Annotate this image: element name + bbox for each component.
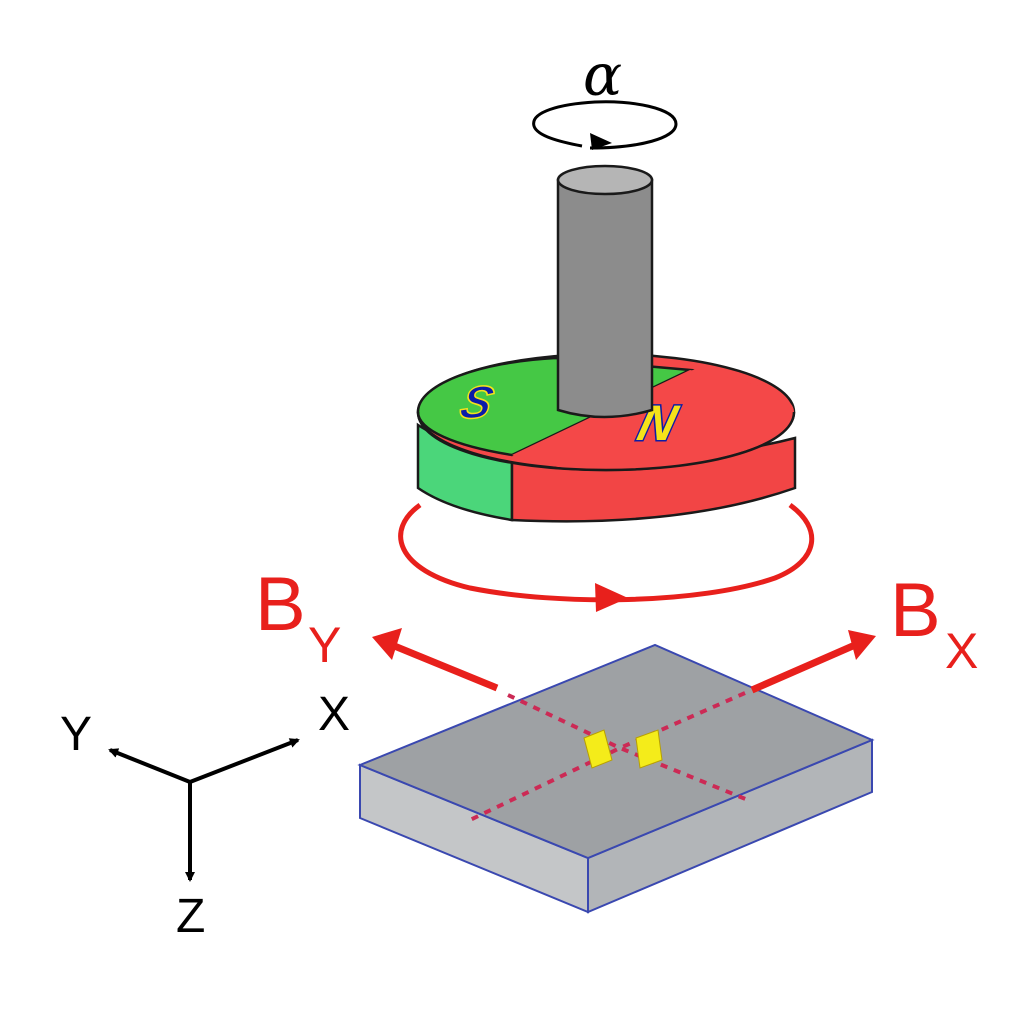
magnet-disc xyxy=(416,352,797,523)
coordinate-axes xyxy=(108,738,300,882)
hall-sensor-left xyxy=(583,729,613,769)
rotation-arrowhead-icon xyxy=(590,133,612,150)
shaft-rotation-arrow xyxy=(532,100,678,150)
field-x-arrow xyxy=(750,630,876,694)
shaft xyxy=(556,164,654,419)
field-y-label: B xyxy=(255,562,306,647)
magnet-north-top xyxy=(512,370,794,470)
field-y-arrow xyxy=(372,628,499,692)
field-y-subscript: Y xyxy=(308,617,341,673)
axis-y-label: Y xyxy=(60,708,92,761)
magnet-rotation-arrow xyxy=(398,502,815,612)
rotation-angle-label: α xyxy=(583,41,622,109)
rotation-direction-icon xyxy=(595,583,628,612)
hall-sensor-right xyxy=(635,729,663,769)
axis-z-label: Z xyxy=(176,890,205,943)
field-y-arrowhead-icon xyxy=(372,628,402,660)
axis-x-label: X xyxy=(318,688,350,741)
chip-y-axis-line xyxy=(507,693,749,802)
shaft-top xyxy=(556,164,654,196)
sensor-chip xyxy=(357,643,875,914)
field-x-subscript: X xyxy=(945,623,978,679)
field-x-label: B xyxy=(890,568,941,653)
field-x-arrowhead-icon xyxy=(848,630,876,660)
chip-x-axis-line xyxy=(469,691,746,822)
